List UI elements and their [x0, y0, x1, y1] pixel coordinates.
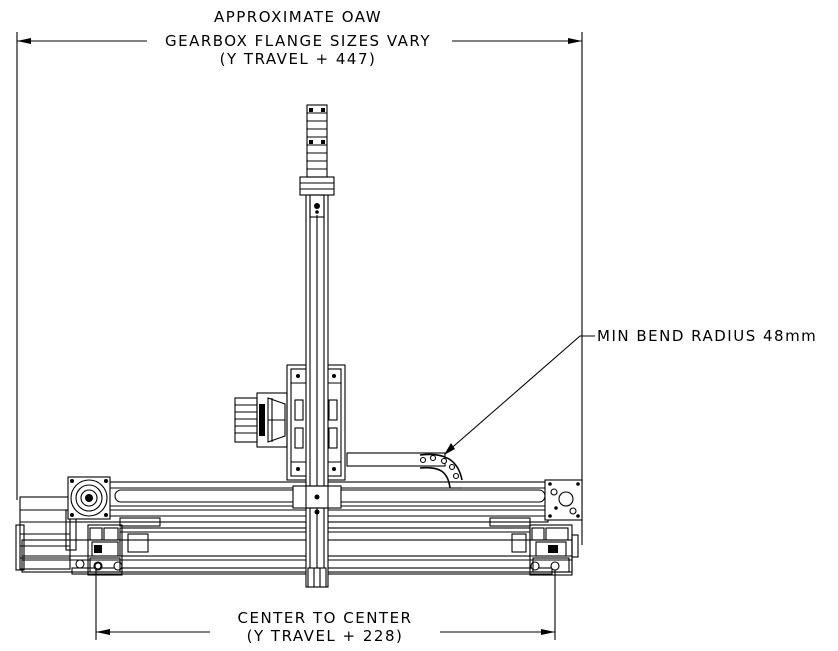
callout-leader: [446, 335, 595, 453]
bend-radius-callout: MIN BEND RADIUS 48mm: [444, 327, 817, 455]
bottom-dimension-label-2: (Y TRAVEL + 228): [247, 627, 404, 645]
z-bottom-tip: [307, 567, 327, 588]
right-end-plate: [544, 479, 583, 521]
bottom-dimension-label-1: CENTER TO CENTER: [238, 609, 413, 627]
right-end-bracket: [529, 524, 579, 576]
left-motor-assembly: [15, 496, 77, 571]
top-dimension-label-1: APPROXIMATE OAW: [214, 8, 382, 26]
base-frame: [21, 539, 573, 575]
z-column: [305, 194, 329, 588]
left-gearbox: [67, 476, 111, 520]
z-motor: [234, 392, 288, 448]
top-arrow-right: [568, 38, 582, 44]
callout-label: MIN BEND RADIUS 48mm: [597, 327, 817, 345]
bottom-dimension: CENTER TO CENTER (Y TRAVEL + 228): [95, 565, 556, 645]
z-base-block: [292, 485, 342, 509]
callout-arrowhead: [444, 443, 455, 455]
z-energy-chain: [306, 104, 328, 178]
bottom-arrow-right: [541, 629, 555, 635]
top-dimension-label-3: (Y TRAVEL + 447): [220, 50, 377, 68]
bottom-arrow-left: [96, 629, 110, 635]
cable-chain: [346, 452, 463, 489]
top-arrow-left: [17, 38, 31, 44]
left-end-bracket: [87, 524, 123, 576]
top-dimension: APPROXIMATE OAW GEARBOX FLANGE SIZES VAR…: [16, 8, 583, 545]
top-dimension-label-2: GEARBOX FLANGE SIZES VARY: [165, 32, 431, 50]
